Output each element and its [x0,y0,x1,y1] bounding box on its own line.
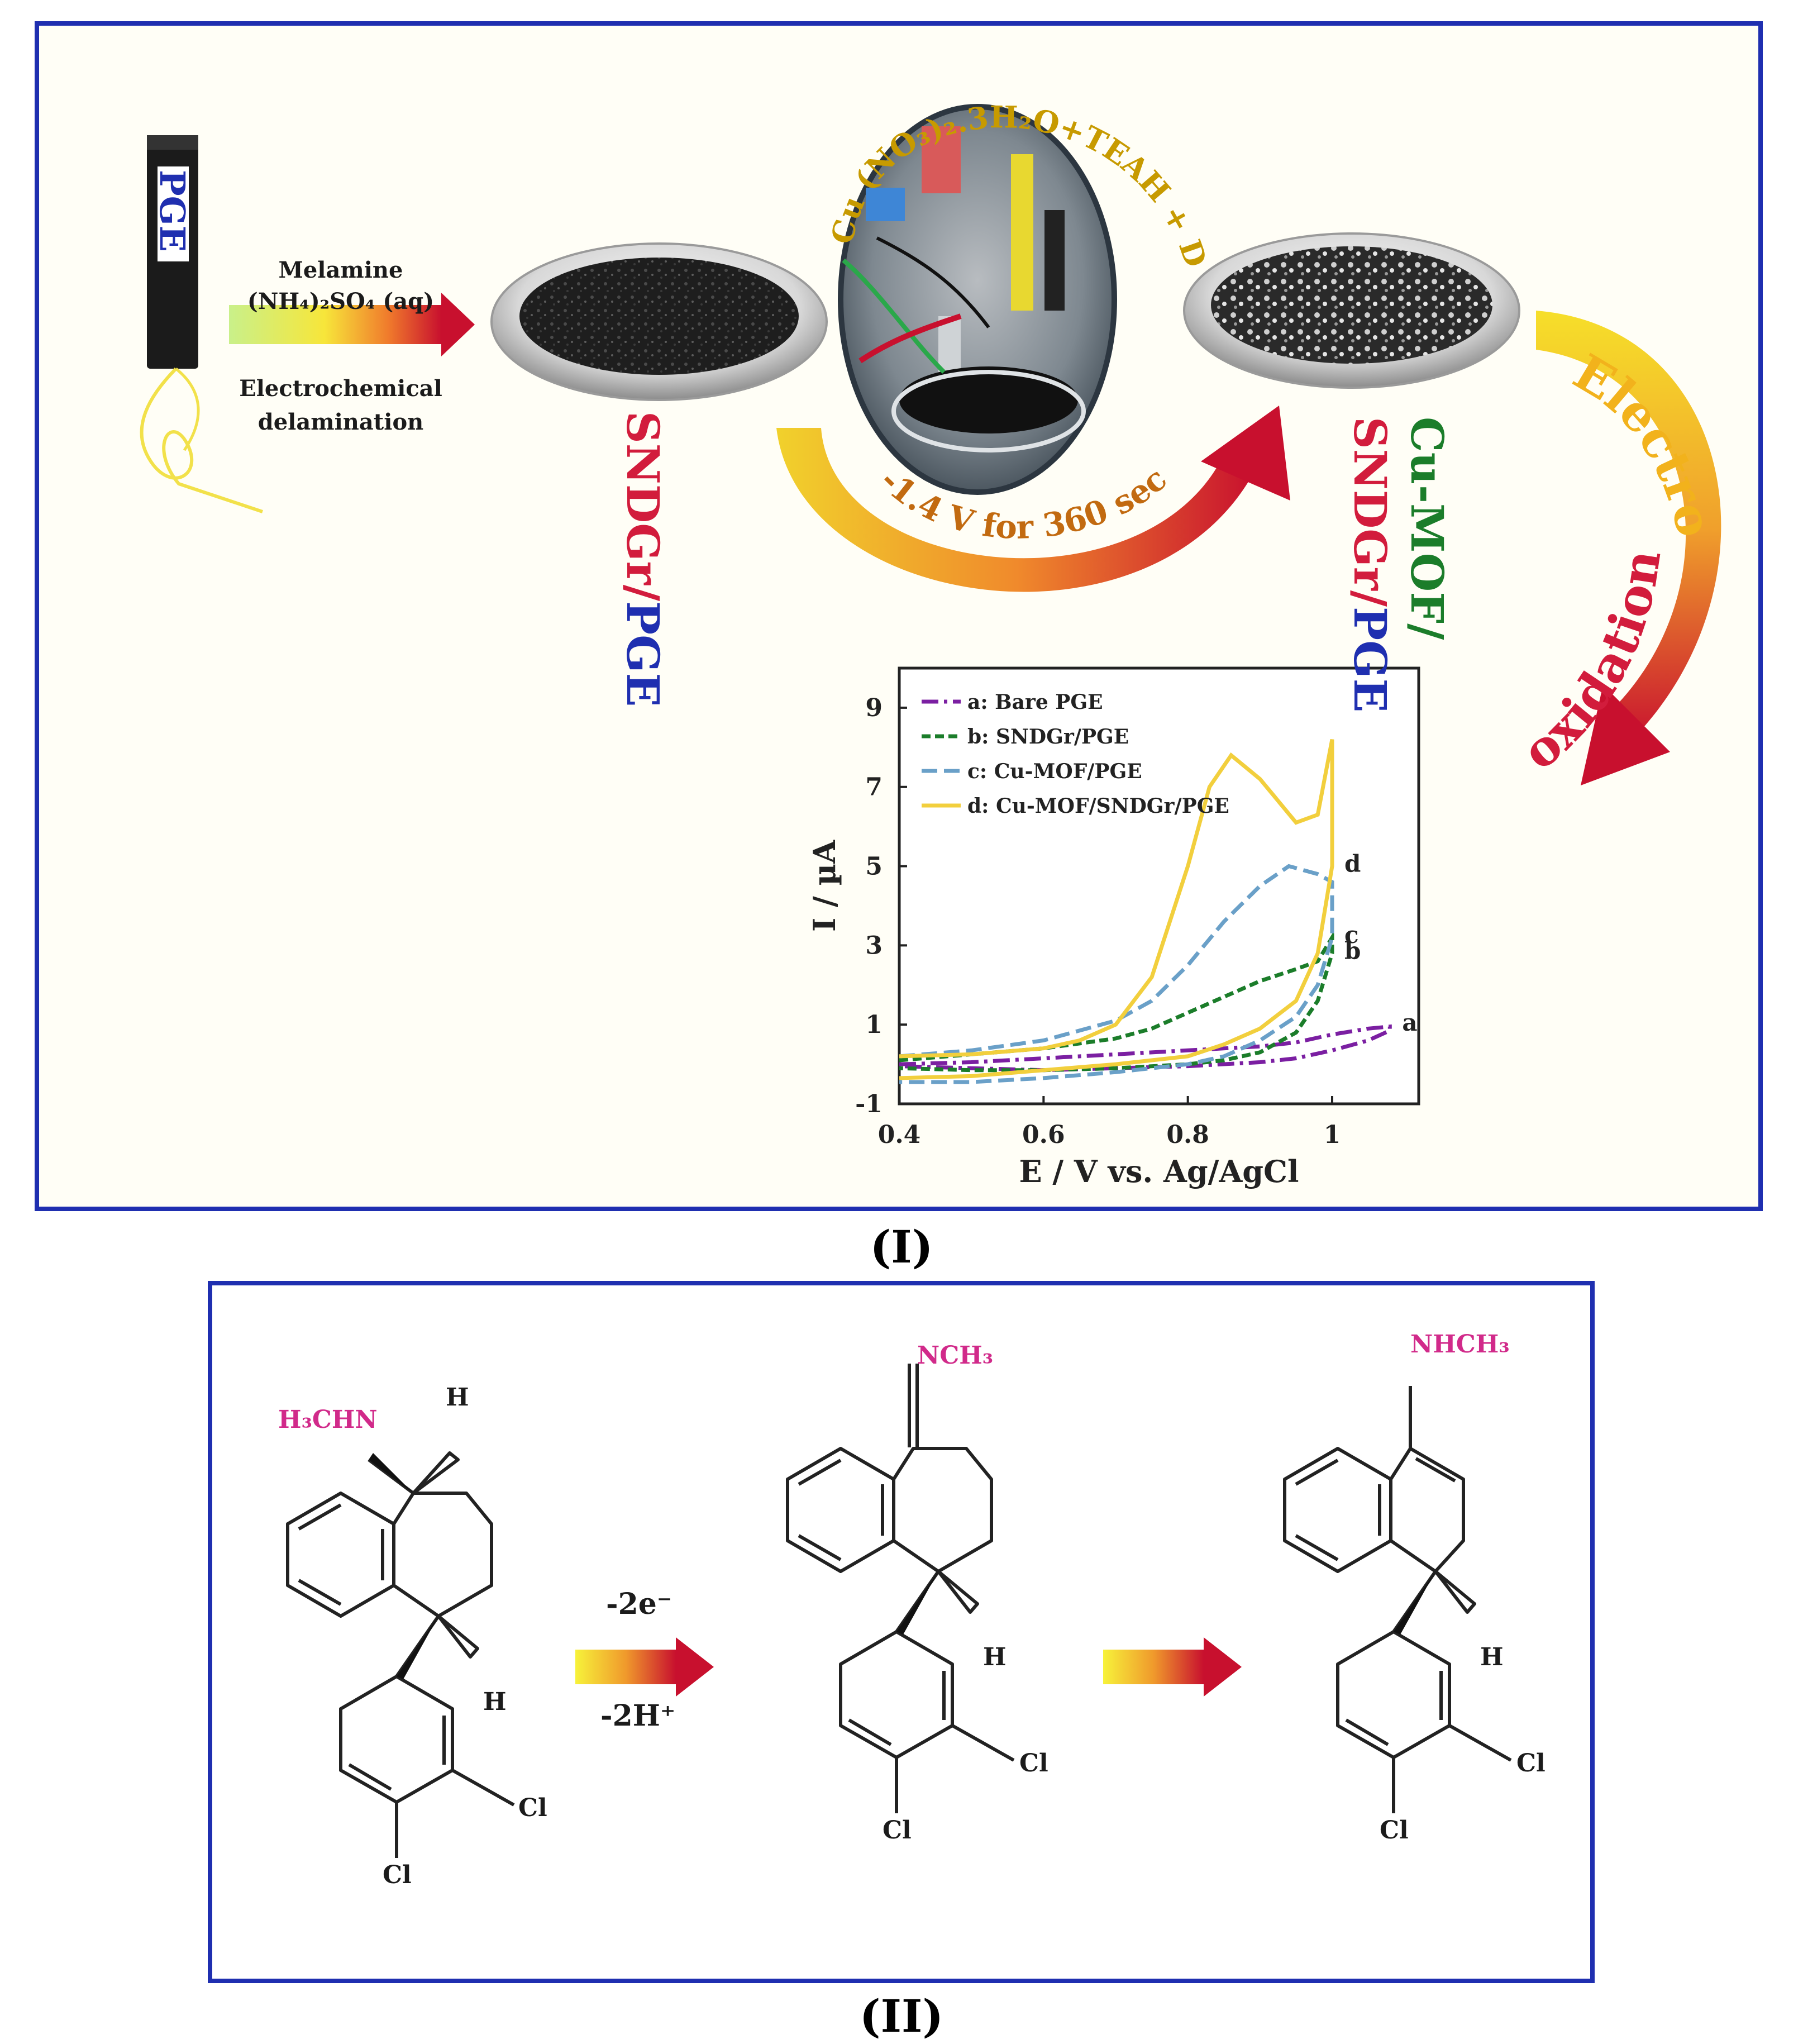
step1-line1: Melamine [278,257,403,283]
legend-label-b: b: SNDGr/PGE [967,725,1129,749]
y-tick-label-4: 7 [865,773,883,802]
x-axis-label: E / V vs. Ag/AgCl [1019,1154,1299,1189]
arrow1-bottom-label: -2H⁺ [600,1699,676,1733]
sertraline-molecule [286,1451,515,1858]
wedge-bond-3 [896,1571,938,1635]
deposition-curved-arrow [776,406,1290,592]
arrow1-top-label: -2e⁻ [606,1587,672,1621]
mol3-cl-bottom: Cl [1380,1816,1409,1845]
y-tick-label-0: -1 [855,1090,883,1118]
step1-line3: Electrochemical [239,375,442,402]
mol3-amine: NHCH₃ [1410,1330,1510,1359]
electrochemical-cell-photo [838,104,1117,495]
panel-two: H₃CHN H H Cl Cl -2e⁻ -2H⁺ NCH₃ H Cl Cl N… [208,1281,1595,1983]
mol1-amine: H₃CHN [278,1405,378,1434]
modified1-part1: SNDGr/ [617,411,669,601]
mol3-h: H [1480,1643,1504,1671]
wedge-bond-2 [397,1616,438,1679]
step1-labels-bottom: Electrochemical delamination [229,372,452,439]
reaction-arrow-2 [1103,1637,1242,1697]
y-tick-label-2: 3 [865,931,883,960]
mol1-cl-right: Cl [518,1794,547,1822]
step1-line4: delamination [257,409,424,435]
step1-line2: (NH₄)₂SO₄ (aq) [247,288,435,315]
x-tick-label-2: 0.8 [1166,1121,1209,1149]
enamine-molecule [1283,1386,1512,1813]
panel-one: Cu (NO₃)₂.3H₂O+TEAH + DMF+ DBTZ -1.4 V f… [35,21,1763,1211]
modified-electrode-2: Cu-MOF/ SNDGr/PGE [1344,417,1453,712]
legend-label-d: d: Cu-MOF/SNDGr/PGE [967,794,1229,818]
series-line-c [899,864,1334,1084]
mol1-cl-bottom: Cl [383,1861,412,1889]
mol1-h-bottom: H [483,1688,507,1716]
y-axis-label: I / µA [807,840,842,932]
reaction-scheme [286,1364,1512,1858]
step1-labels-top: Melamine (NH₄)₂SO₄ (aq) [229,255,452,317]
mol2-cl-bottom: Cl [883,1816,912,1845]
reaction-arrow-1 [575,1637,714,1697]
imine-molecule [786,1364,1015,1813]
x-tick-label-3: 1 [1324,1121,1341,1149]
cu-mof-dish [1183,232,1520,389]
legend-label-c: c: Cu-MOF/PGE [967,760,1142,783]
panel-one-art: Cu (NO₃)₂.3H₂O+TEAH + DMF+ DBTZ -1.4 V f… [39,26,1725,1189]
series-tag-d: d [1344,850,1361,878]
series-tag-a: a [1402,1009,1417,1036]
x-tick-label-0: 0.4 [878,1121,921,1149]
caption-one: (I) [870,1221,933,1273]
mol2-cl-right: Cl [1019,1749,1048,1778]
modified-electrode-1: SNDGr/PGE [617,411,669,707]
series-tag-b: b [1344,937,1361,965]
mol3-cl-right: Cl [1516,1749,1546,1778]
wedge-bond-1 [369,1453,413,1493]
mol1-h-top: H [446,1383,469,1412]
caption-two: (II) [859,1990,944,2042]
mol2-h: H [983,1643,1007,1671]
pencil-graphite-electrode [140,135,263,513]
modified2-lower: SNDGr/PGE [1344,417,1396,712]
electro-oxidation-arrow [1536,311,1721,785]
sndgr-dish [490,242,828,401]
x-tick-label-1: 0.6 [1022,1121,1065,1149]
series-tag-c: c [1344,921,1359,949]
modified2-part1: Cu-MOF/ [1401,417,1453,640]
y-tick-label-5: 9 [865,694,883,722]
modified2-part3: PGE [1344,606,1396,713]
y-tick-label-1: 1 [865,1011,883,1039]
modified1-part2: PGE [617,601,669,707]
wedge-bond-4 [1394,1571,1435,1635]
delamination-arrow [229,293,475,356]
mol2-imine: NCH₃ [917,1341,994,1370]
cv-chart: 0.4 0.6 0.8 1 -1 1 3 5 7 9 E / V vs. Ag/AgCl I / µA… [807,666,1420,1189]
modified2-part2: SNDGr/ [1344,417,1396,607]
legend-label-a: a: Bare PGE [967,690,1103,714]
series-line-d [899,738,1334,1080]
series-line-b [899,930,1334,1073]
y-tick-label-3: 5 [865,852,883,881]
electrode-label: PGE [152,170,193,252]
